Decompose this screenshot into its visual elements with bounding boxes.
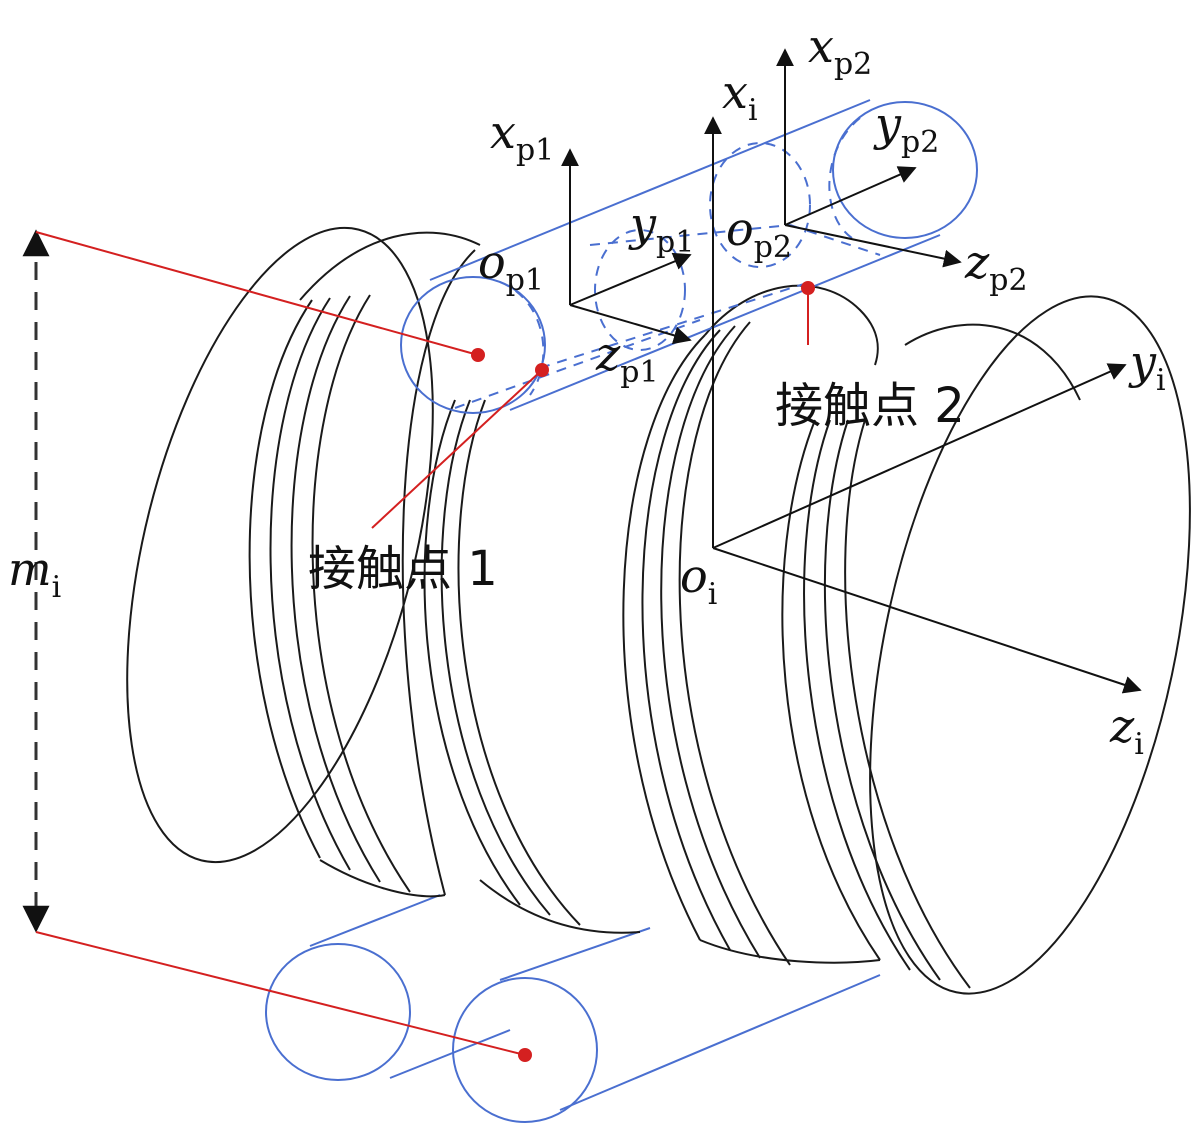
leader-bottom-center	[35, 931, 526, 1056]
contact-dots	[471, 281, 815, 1062]
bottom-roller-edge	[309, 894, 441, 947]
right-disk-bottom	[699, 939, 881, 964]
label-z-p1: zp1	[595, 327, 659, 390]
label-z-i: zi	[1109, 699, 1144, 762]
coordinate-axes	[561, 48, 1142, 694]
top-roller-hidden-mid-section	[594, 229, 686, 351]
top-roller	[400, 99, 978, 414]
right-disk-groove	[660, 325, 761, 959]
left-disk	[126, 226, 481, 898]
right-disk-groove	[678, 321, 791, 966]
top-roller-hidden-arc	[828, 117, 861, 241]
contact-point-1-dot	[535, 363, 549, 377]
right-disk-front-edge	[622, 334, 706, 941]
label-x-p1: xp1	[490, 105, 554, 168]
right-disk-inner-curve	[803, 419, 911, 971]
left-disk-groove	[269, 297, 351, 871]
top-roller-upper-edge	[429, 99, 871, 281]
axis-y-i	[712, 363, 1127, 549]
bottom-roller-left-end	[265, 943, 411, 1081]
contact-point-2-dot	[801, 281, 815, 295]
right-disk-end-face	[869, 295, 1191, 995]
label-x-p2: xp2	[808, 19, 872, 82]
middle-race-bottom	[479, 879, 641, 934]
top-roller-hidden-edge	[789, 224, 881, 256]
top-roller-hidden-edge	[454, 319, 701, 409]
right-disk-inner-curve	[781, 419, 881, 961]
top-roller-left-end	[400, 276, 546, 414]
top-roller-hidden-edge	[539, 281, 811, 369]
left-disk-groove	[290, 295, 381, 883]
label-z-p2: zp2	[964, 235, 1028, 298]
middle-race-groove	[440, 399, 551, 916]
middle-race-groove	[423, 399, 521, 906]
right-disk-back-rim	[904, 323, 1081, 401]
top-roller-hidden-lines	[454, 117, 881, 409]
label-x-i: xi	[722, 65, 758, 128]
left-disk-back-face	[126, 226, 434, 864]
right-disk-top-rim	[704, 284, 879, 366]
label-y-p2: yp2	[873, 97, 939, 160]
right-disk-groove	[641, 329, 731, 951]
left-disk-groove	[248, 299, 321, 859]
label-o-p2: op2	[726, 202, 792, 265]
left-disk-rim	[319, 859, 446, 898]
axis-y-p2	[784, 166, 917, 226]
label-y-p1: yp1	[628, 197, 694, 260]
label-dimension-mi: mi	[8, 542, 61, 605]
contact-markers	[35, 231, 809, 1056]
right-disk-inner-curve	[844, 419, 971, 989]
bottom-roller-edge	[559, 974, 881, 1111]
label-contact-1: 接触点 1	[308, 541, 498, 597]
bottom-roller-edge	[389, 1029, 511, 1079]
leader-top-center	[35, 231, 479, 356]
top-roller-hidden-edge	[589, 224, 791, 246]
top-roller-center-dot	[471, 348, 485, 362]
top-roller-lower-edge	[509, 234, 941, 411]
top-roller-right-end	[832, 101, 978, 239]
axis-z-p1	[569, 304, 692, 345]
contact-labels: 接触点 1 接触点 2	[308, 378, 965, 597]
left-disk-groove	[311, 294, 411, 893]
right-disk	[622, 284, 1191, 995]
left-disk-front-face	[401, 249, 476, 896]
axis-labels: xp1 yp1 zp1 op1 xp2 yp2 zp2 op2 xi yi zi…	[478, 19, 1166, 762]
axis-y-p1	[569, 252, 692, 306]
label-o-i: oi	[680, 549, 717, 612]
bottom-rollers	[265, 894, 881, 1123]
middle-race	[423, 399, 641, 934]
label-contact-2: 接触点 2	[775, 378, 965, 434]
axis-z-i	[712, 547, 1142, 694]
bottom-roller-edge	[499, 927, 651, 981]
top-roller-hidden-section-2	[709, 142, 811, 268]
label-y-i: yi	[1128, 335, 1166, 398]
axis-z-p2	[784, 224, 962, 268]
middle-race-groove	[457, 399, 581, 926]
leader-contact-1	[371, 369, 543, 529]
bottom-roller-center-dot	[518, 1048, 532, 1062]
bottom-roller-right-end	[452, 977, 598, 1123]
label-o-p1: op1	[478, 235, 544, 298]
right-disk-inner-curve	[823, 419, 941, 981]
left-disk-rim	[299, 231, 481, 301]
